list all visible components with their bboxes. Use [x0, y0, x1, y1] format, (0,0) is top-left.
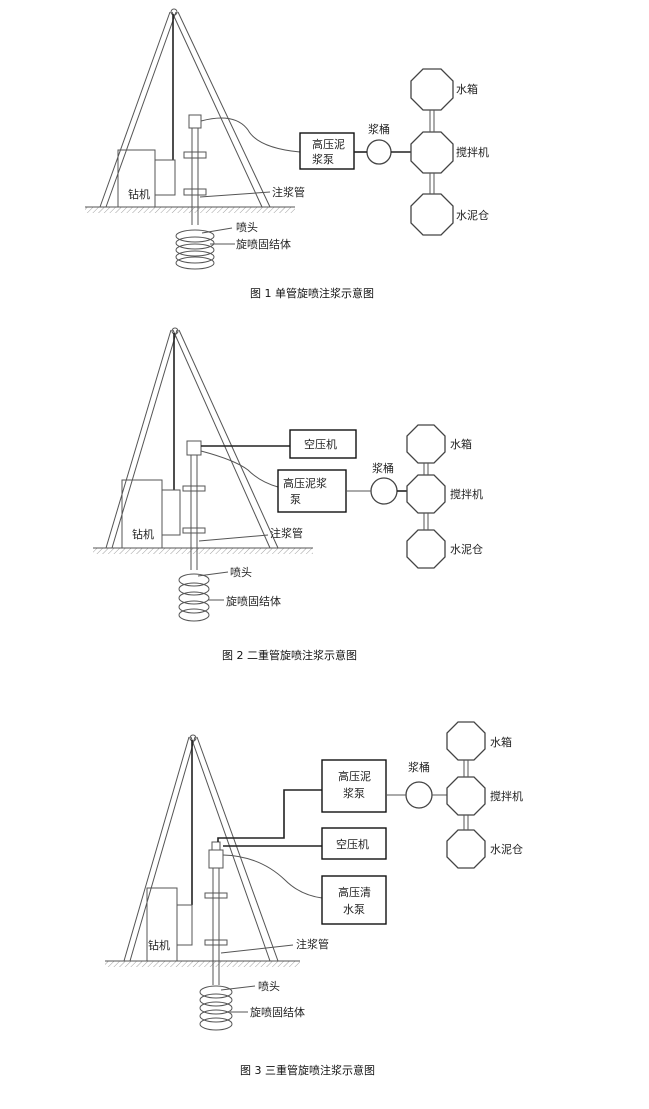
- label-grout-pipe: 注浆管: [270, 526, 303, 540]
- label-jet-body: 旋喷固结体: [250, 1005, 305, 1019]
- high-pressure-grout-pump: [299, 132, 355, 170]
- label-cement-silo: 水泥仓: [450, 542, 483, 556]
- label-cement-silo: 水泥仓: [490, 842, 523, 856]
- drill-rod: [182, 440, 206, 570]
- rig-body: [146, 887, 178, 962]
- label-jet-body: 旋喷固结体: [236, 237, 291, 251]
- figure-2: 钻机 注浆管 喷头 旋喷固结体 空压机 高压泥浆 泵 浆桶 水箱 搅拌机 水泥仓…: [93, 327, 483, 662]
- cement-silo: [406, 529, 446, 569]
- label-mixer: 搅拌机: [456, 145, 489, 159]
- grout-bucket: [405, 781, 433, 809]
- high-pressure-grout-pump: [321, 759, 387, 813]
- label-nozzle: 喷头: [236, 221, 258, 234]
- jet-grout-body: [178, 573, 210, 622]
- drill-tower: [99, 8, 271, 208]
- drill-tower: [105, 327, 279, 549]
- ground: [85, 207, 295, 213]
- label-grout-pipe: 注浆管: [296, 937, 329, 951]
- ground: [105, 961, 300, 967]
- air-compressor: [321, 827, 387, 860]
- label-nozzle: 喷头: [230, 566, 252, 579]
- caption-figure-1: 图 1 单管旋喷注浆示意图: [250, 286, 374, 300]
- water-tank: [410, 68, 454, 111]
- label-compressor: 空压机: [336, 837, 369, 851]
- label-water-pump-1: 高压清: [338, 885, 371, 899]
- label-pump-2: 浆泵: [312, 152, 334, 166]
- mixer: [410, 131, 454, 174]
- label-jet-body: 旋喷固结体: [226, 594, 281, 608]
- grout-bucket: [366, 139, 392, 165]
- water-tank: [406, 424, 446, 464]
- label-water-tank: 水箱: [490, 735, 512, 749]
- drill-tower: [123, 734, 279, 962]
- label-bucket: 浆桶: [372, 461, 394, 475]
- label-pump-1: 高压泥: [312, 137, 345, 151]
- caption-figure-3: 图 3 三重管旋喷注浆示意图: [240, 1063, 375, 1077]
- air-compressor: [289, 429, 357, 459]
- drill-rod: [183, 114, 207, 225]
- rig-body: [117, 149, 156, 208]
- figure-3: 钻机 注浆管 喷头 旋喷固结体 高压泥 浆泵 空压机 高压清 水泵 浆桶 水箱 …: [105, 721, 523, 1077]
- cement-silo: [446, 829, 486, 869]
- label-mixer: 搅拌机: [450, 487, 483, 501]
- label-rig: 钻机: [128, 187, 150, 201]
- label-water-pump-2: 水泵: [343, 903, 365, 916]
- label-water-tank: 水箱: [456, 82, 478, 96]
- ground: [93, 548, 313, 554]
- water-tank: [446, 721, 486, 761]
- label-water-tank: 水箱: [450, 437, 472, 451]
- cement-silo: [410, 193, 454, 236]
- label-bucket: 浆桶: [408, 760, 430, 774]
- label-compressor: 空压机: [304, 437, 337, 451]
- caption-figure-2: 图 2 二重管旋喷注浆示意图: [222, 648, 357, 662]
- jet-grout-body: [175, 229, 215, 270]
- jet-grout-body: [199, 985, 233, 1031]
- grout-bucket: [370, 477, 398, 505]
- label-rig: 钻机: [132, 527, 154, 541]
- label-bucket: 浆桶: [368, 122, 390, 136]
- label-pump-2: 泵: [290, 493, 301, 506]
- label-mixer: 搅拌机: [490, 789, 523, 803]
- mixer: [406, 474, 446, 514]
- figure-1: 钻机 注浆管 喷头 旋喷固结体 高压泥 浆泵 浆桶 水箱 搅拌机 水泥仓 图 1…: [85, 8, 489, 300]
- label-grout-pipe: 注浆管: [272, 185, 305, 199]
- mixer: [446, 776, 486, 816]
- high-pressure-water-pump: [321, 875, 387, 925]
- rig-body: [121, 479, 163, 549]
- label-cement-silo: 水泥仓: [456, 208, 489, 222]
- drill-rod: [204, 841, 228, 985]
- label-rig: 钻机: [148, 938, 170, 952]
- label-pump-1: 高压泥浆: [283, 476, 327, 490]
- label-nozzle: 喷头: [258, 980, 280, 993]
- label-pump-2: 浆泵: [343, 786, 365, 800]
- label-pump-1: 高压泥: [338, 769, 371, 783]
- high-pressure-grout-pump: [277, 469, 347, 513]
